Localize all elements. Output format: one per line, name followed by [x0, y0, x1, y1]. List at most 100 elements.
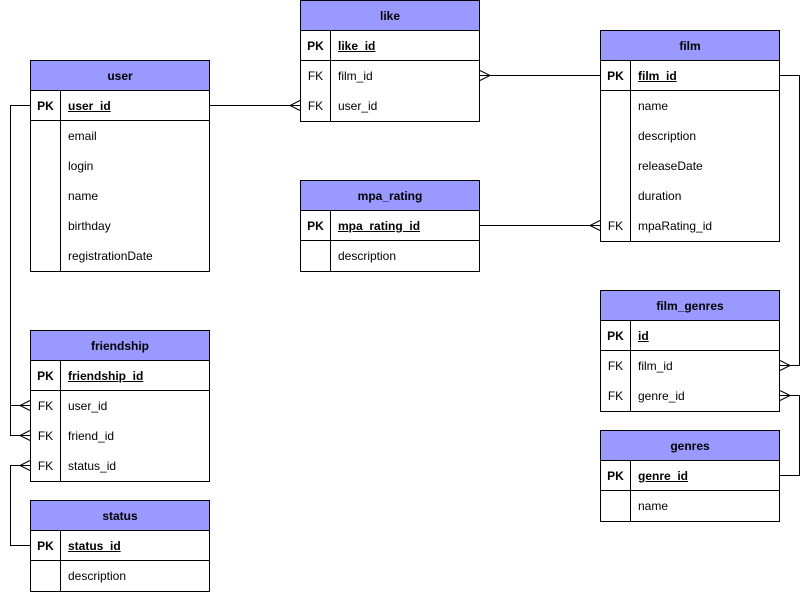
- rel-status-friendship: [10, 465, 30, 546]
- friendship-field-row[interactable]: FK friend_id: [31, 421, 209, 451]
- film-genres-field-row[interactable]: PK id: [601, 321, 779, 351]
- film-field-key: FK: [601, 211, 631, 241]
- user-field-key: [31, 151, 61, 181]
- like-field-row[interactable]: FK film_id: [301, 61, 479, 91]
- mpa-rating-field-name: mpa_rating_id: [338, 218, 421, 233]
- friendship-field-key: FK: [31, 451, 61, 481]
- film-field-row[interactable]: description: [601, 121, 779, 151]
- friendship-field-name: status_id: [68, 459, 117, 473]
- crowfoot-filmgenres-genre: [779, 390, 792, 401]
- genres-field-name: genre_id: [638, 468, 689, 483]
- film-field-name: description: [638, 129, 697, 143]
- genres-field-row[interactable]: PK genre_id: [601, 461, 779, 491]
- rel-genres-filmgenres: [780, 395, 800, 476]
- status-title: status: [31, 501, 209, 531]
- user-field-row[interactable]: registrationDate: [31, 241, 209, 271]
- mpa-rating-field-row[interactable]: PK mpa_rating_id: [301, 211, 479, 241]
- crowfoot-friendship-friend: [18, 430, 31, 441]
- user-field-name: user_id: [68, 98, 111, 113]
- status-field-row[interactable]: description: [31, 561, 209, 591]
- status-field-row[interactable]: PK status_id: [31, 531, 209, 561]
- genres-field-key: [601, 491, 631, 521]
- genres-field-name: name: [638, 499, 669, 513]
- user-field-row[interactable]: PK user_id: [31, 91, 209, 121]
- friendship-field-key: PK: [31, 361, 61, 390]
- like-field-row[interactable]: PK like_id: [301, 31, 479, 61]
- film-field-name: mpaRating_id: [638, 219, 713, 233]
- user-field-name: email: [68, 129, 97, 143]
- film-field-key: [601, 91, 631, 121]
- friendship-field-name: friendship_id: [68, 368, 144, 383]
- film-field-name: film_id: [638, 68, 677, 83]
- film-field-key: [601, 121, 631, 151]
- user-title: user: [31, 61, 209, 91]
- film-genres-field-key: PK: [601, 321, 631, 350]
- film-field-row[interactable]: FK mpaRating_id: [601, 211, 779, 241]
- film-field-name: name: [638, 99, 669, 113]
- like-field-name: like_id: [338, 38, 376, 53]
- film-field-row[interactable]: PK film_id: [601, 61, 779, 91]
- genres-title: genres: [601, 431, 779, 461]
- mpa-rating-field-name: description: [338, 249, 397, 263]
- film-title: film: [601, 31, 779, 61]
- film-genres-field-name: genre_id: [638, 389, 685, 403]
- user-field-row[interactable]: birthday: [31, 211, 209, 241]
- mpa-rating-field-row[interactable]: description: [301, 241, 479, 271]
- film-genres-title: film_genres: [601, 291, 779, 321]
- friendship-field-name: user_id: [68, 399, 108, 413]
- status-field-name: description: [68, 569, 127, 583]
- film-field-row[interactable]: name: [601, 91, 779, 121]
- genres-field-row[interactable]: name: [601, 491, 779, 521]
- film-genres-field-name: film_id: [638, 359, 673, 373]
- like-title: like: [301, 1, 479, 31]
- film-field-key: [601, 151, 631, 181]
- user-field-name: name: [68, 189, 99, 203]
- user-field-key: [31, 121, 61, 151]
- film-field-row[interactable]: duration: [601, 181, 779, 211]
- user-field-row[interactable]: login: [31, 151, 209, 181]
- film-field-name: duration: [638, 189, 682, 203]
- like-field-name: film_id: [338, 69, 373, 83]
- user-field-row[interactable]: email: [31, 121, 209, 151]
- user-field-name: birthday: [68, 219, 111, 233]
- friendship-field-key: FK: [31, 421, 61, 451]
- film-genres-field-key: FK: [601, 351, 631, 381]
- user-field-key: [31, 181, 61, 211]
- friendship-field-row[interactable]: FK status_id: [31, 451, 209, 481]
- user-field-key: [31, 211, 61, 241]
- film-genres-field-row[interactable]: FK genre_id: [601, 381, 779, 411]
- like-field-key: FK: [301, 91, 331, 121]
- friendship-field-name: friend_id: [68, 429, 115, 443]
- friendship-title: friendship: [31, 331, 209, 361]
- like-field-key: PK: [301, 31, 331, 60]
- film-field-key: PK: [601, 61, 631, 90]
- rel-user-friendship: [10, 105, 30, 436]
- film-field-row[interactable]: releaseDate: [601, 151, 779, 181]
- genres-field-key: PK: [601, 461, 631, 490]
- user-field-key: PK: [31, 91, 61, 120]
- film-field-name: releaseDate: [638, 159, 703, 173]
- status-field-name: status_id: [68, 538, 121, 553]
- film-genres-field-row[interactable]: FK film_id: [601, 351, 779, 381]
- mpa-rating-field-key: [301, 241, 331, 271]
- like-field-key: FK: [301, 61, 331, 91]
- user-field-row[interactable]: name: [31, 181, 209, 211]
- mpa-rating-field-key: PK: [301, 211, 331, 240]
- film-genres-field-key: FK: [601, 381, 631, 411]
- status-field-key: PK: [31, 531, 61, 560]
- user-field-name: registrationDate: [68, 249, 153, 263]
- rel-film-filmgenres: [780, 75, 800, 366]
- film-genres-field-name: id: [638, 328, 649, 343]
- friendship-field-row[interactable]: PK friendship_id: [31, 361, 209, 391]
- crowfoot-friendship-user: [18, 400, 31, 411]
